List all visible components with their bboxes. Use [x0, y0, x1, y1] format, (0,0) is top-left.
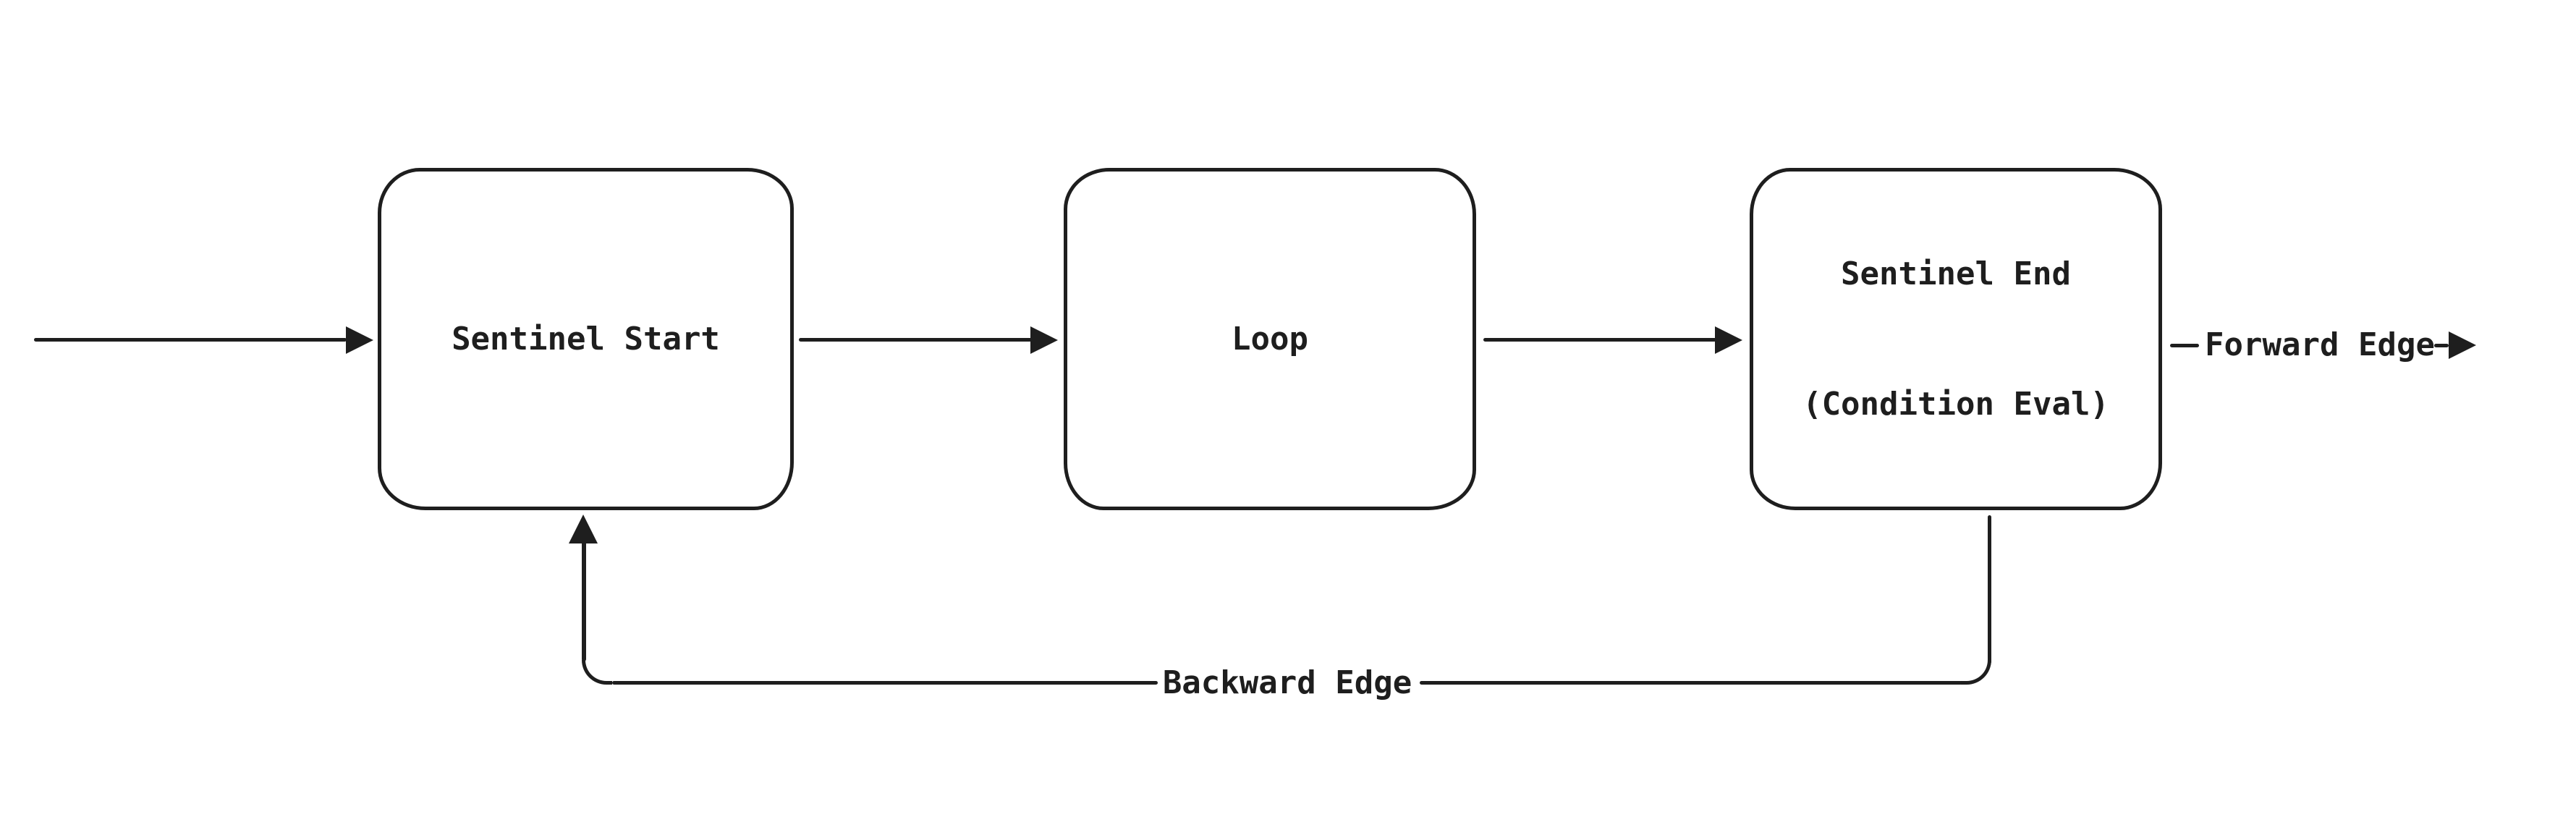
node-sentinel-end-label-line2: (Condition Eval) [1802, 385, 2109, 423]
loop-to-end-arrow-line [1483, 338, 1716, 342]
node-sentinel-end-label: Sentinel End (Condition Eval) [1802, 166, 2109, 513]
node-sentinel-start: Sentinel Start [378, 168, 794, 510]
backward-edge-left-vertical-line [582, 541, 586, 661]
backward-edge-left-corner [582, 660, 612, 685]
node-sentinel-end-label-line1: Sentinel End [1841, 255, 2071, 292]
backward-edge-right-vertical-line [1988, 515, 1991, 664]
start-to-loop-arrowhead-icon [1030, 326, 1058, 354]
backward-edge-label: Backward Edge [1161, 661, 1414, 706]
backward-edge-right-horizontal-line [1420, 681, 1962, 685]
forward-edge-dash-line [2170, 344, 2199, 347]
node-sentinel-start-label: Sentinel Start [452, 320, 720, 358]
node-loop: Loop [1064, 168, 1476, 510]
start-to-loop-arrow-line [799, 338, 1032, 342]
node-sentinel-end: Sentinel End (Condition Eval) [1750, 168, 2162, 510]
forward-edge-stub-line [2434, 344, 2449, 347]
backward-edge-left-horizontal-line [612, 681, 1158, 685]
backward-edge-arrowhead-icon [569, 515, 598, 543]
forward-edge-arrowhead-icon [2449, 331, 2476, 359]
forward-edge-label: Forward Edge [2202, 323, 2438, 368]
incoming-arrow-line [34, 338, 347, 342]
incoming-arrowhead-icon [346, 326, 373, 354]
backward-edge-right-corner [1961, 660, 1991, 685]
node-loop-label: Loop [1232, 320, 1308, 358]
loop-to-end-arrowhead-icon [1715, 326, 1742, 354]
